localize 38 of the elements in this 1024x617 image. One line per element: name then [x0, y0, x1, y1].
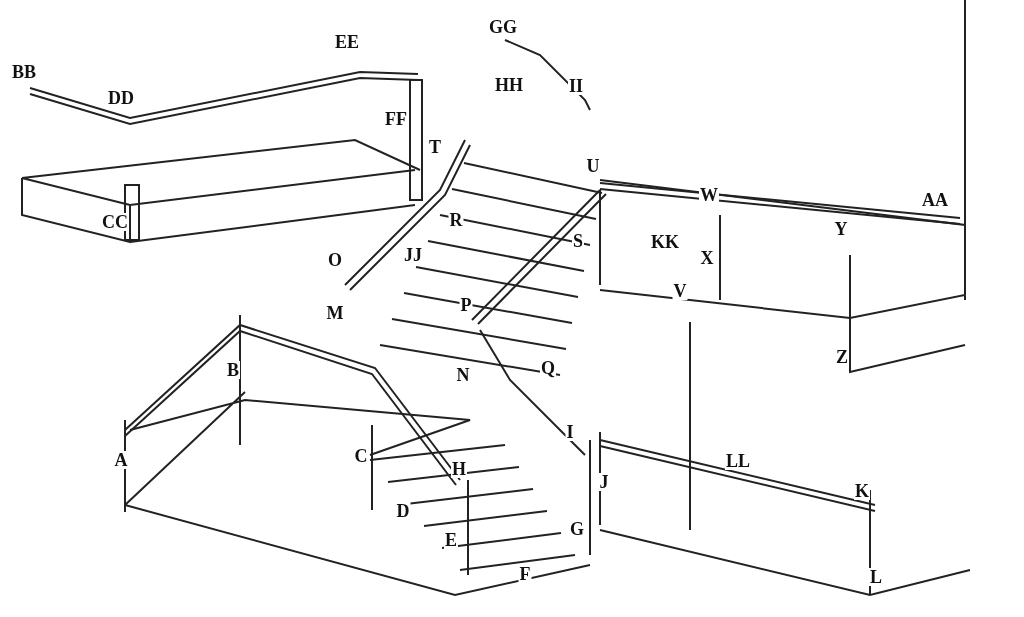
callout-letter: Z	[835, 348, 849, 366]
callout-letter: A	[113, 451, 129, 469]
callout-letter: I	[565, 423, 575, 441]
callout-letter: FF	[384, 110, 408, 128]
callout-letter: T	[428, 138, 442, 156]
callout-letter: CC	[101, 213, 129, 231]
callout-letter: JJ	[403, 246, 423, 264]
callout-letter: AA	[921, 191, 949, 209]
callout-letter: C	[353, 447, 369, 465]
callout-letter: LL	[725, 452, 751, 470]
callout-letter: V	[672, 282, 688, 300]
callout-letter: D	[395, 502, 411, 520]
callout-letter: L	[869, 568, 883, 586]
callout-letter: E	[444, 531, 458, 549]
callout-letter: J	[598, 473, 610, 491]
callout-letter: P	[459, 296, 473, 314]
callout-letter: F	[518, 565, 532, 583]
callout-letter: B	[226, 361, 240, 379]
callout-letter: KK	[650, 233, 680, 251]
callout-letter: O	[327, 251, 343, 269]
callout-letter: II	[568, 77, 584, 95]
callout-letter: HH	[494, 76, 524, 94]
callout-letter: H	[451, 460, 467, 478]
callout-letter: GG	[488, 18, 518, 36]
callout-letter: K	[854, 482, 870, 500]
callout-letter: M	[325, 304, 345, 322]
callout-letter: Q	[540, 359, 556, 377]
callout-letter: DD	[107, 89, 135, 107]
callout-letter: R	[448, 211, 464, 229]
callout-letter: G	[569, 520, 585, 538]
callout-letter: EE	[334, 33, 360, 51]
callout-letter: X	[699, 249, 715, 267]
callout-letter: S	[572, 232, 584, 250]
callout-letter: U	[585, 157, 601, 175]
callout-letter: BB	[11, 63, 37, 81]
callout-letter: Y	[833, 220, 849, 238]
callout-letter: W	[699, 186, 719, 204]
callout-letter: N	[455, 366, 471, 384]
